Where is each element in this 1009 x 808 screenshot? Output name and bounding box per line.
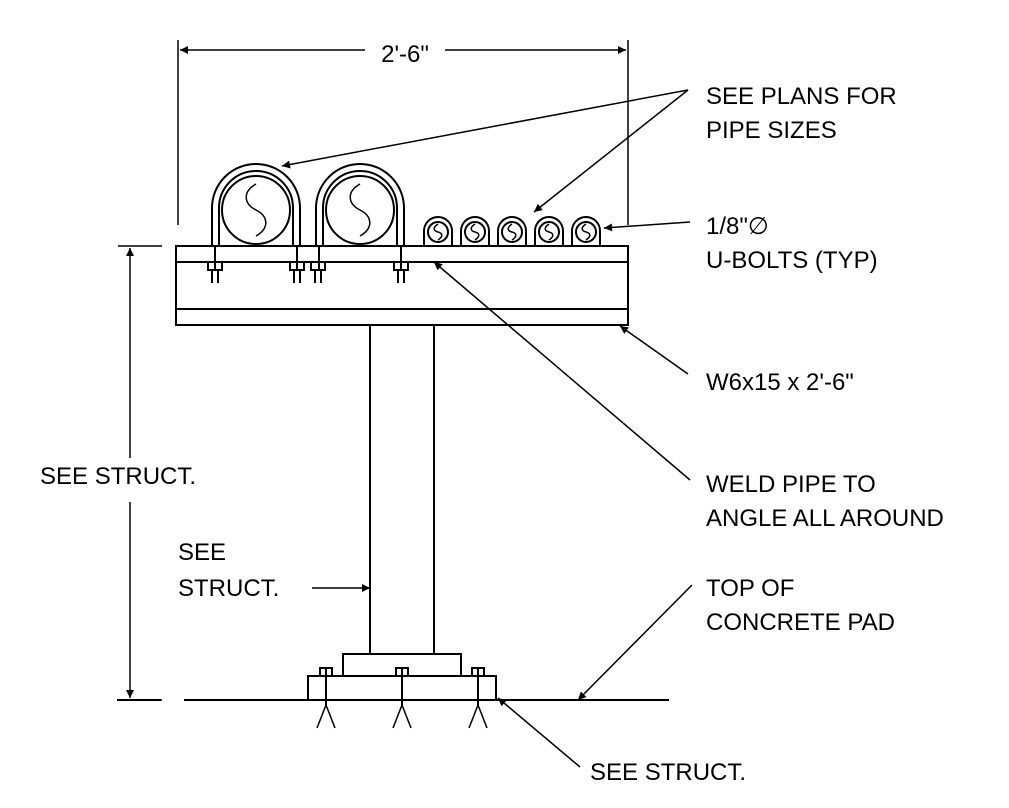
leader-pipe-sizes-small: [533, 89, 689, 213]
top-dimension: 2'-6": [177, 40, 629, 225]
label-beam-size: W6x15 x 2'-6": [706, 369, 854, 396]
dimension-label-top: 2'-6": [381, 41, 429, 68]
anchor-bolt: [468, 667, 488, 729]
label-see-plans: SEE PLANS FOR: [706, 83, 897, 110]
small-pipe: [497, 216, 527, 247]
leaders: [281, 89, 693, 768]
nut-2: [289, 261, 305, 271]
label-top-of: TOP OF: [706, 575, 794, 602]
leader-concrete-pad: [577, 584, 693, 701]
label-column-struct: STRUCT.: [178, 575, 279, 602]
column: [369, 324, 435, 655]
leader-pipe-sizes-large: [281, 89, 689, 169]
nut-3: [310, 261, 326, 271]
leader-beam: [619, 325, 689, 375]
label-concrete-pad: CONCRETE PAD: [706, 609, 895, 636]
labels: SEE PLANS FOR PIPE SIZES 1/8"∅ U-BOLTS (…: [178, 83, 944, 786]
label-pipe-sizes: PIPE SIZES: [706, 117, 837, 144]
anchor-bolt: [316, 667, 336, 729]
anchor-bolt: [392, 667, 412, 729]
nut-1: [207, 261, 223, 271]
label-angle-all-around: ANGLE ALL AROUND: [706, 505, 944, 532]
small-pipes: [423, 216, 601, 247]
anchor-bolts: [316, 667, 488, 729]
label-ubolt-size: 1/8"∅: [706, 213, 769, 240]
leader-u-bolts: [603, 221, 691, 232]
large-pipe-2: [310, 163, 409, 283]
u-bolt-large-2: [315, 163, 405, 247]
label-ubolts-typ: U-BOLTS (TYP): [706, 247, 878, 274]
large-pipe-1: [207, 163, 305, 283]
label-see-struct-height: SEE STRUCT.: [40, 463, 196, 490]
pipe-large-2: [325, 175, 395, 245]
label-weld-pipe: WELD PIPE TO: [706, 471, 876, 498]
nut-4: [393, 261, 409, 271]
label-column-see: SEE: [178, 539, 226, 566]
u-bolt-large-1: [211, 163, 301, 247]
leader-weld: [433, 261, 691, 481]
small-pipe: [571, 216, 601, 247]
label-see-struct-anchors: SEE STRUCT.: [590, 759, 746, 786]
leader-anchors: [497, 697, 581, 768]
small-pipe: [534, 216, 564, 247]
small-pipe: [423, 216, 453, 247]
pipe-large-1: [221, 175, 291, 245]
height-dimension: SEE STRUCT.: [40, 245, 196, 701]
small-pipe: [460, 216, 490, 247]
